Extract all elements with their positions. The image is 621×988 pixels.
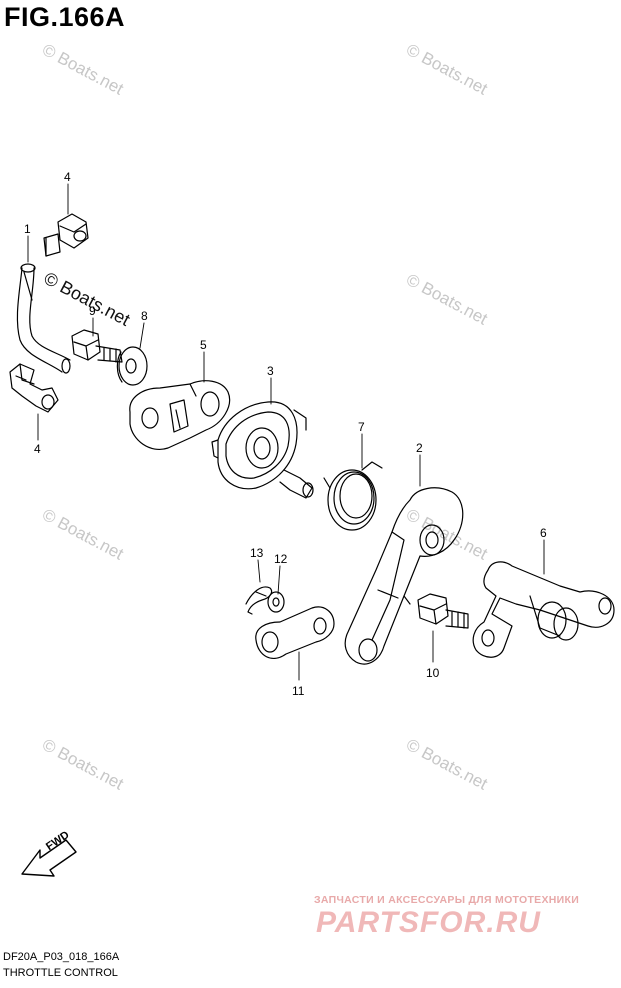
- part-2-throttle-lever: [344, 487, 464, 665]
- figure-caption: THROTTLE CONTROL: [3, 967, 118, 979]
- part-5-bracket: [129, 380, 231, 450]
- part-7-spring: [323, 461, 383, 531]
- leader-lines: [27, 183, 545, 681]
- callout-6: 6: [540, 526, 547, 540]
- part-6-link: [472, 561, 615, 658]
- part-8-washer: [116, 346, 148, 386]
- callout-8: 8: [141, 309, 148, 323]
- part-4-clip-bottom: [9, 363, 59, 413]
- callout-5: 5: [200, 338, 207, 352]
- callout-7: 7: [358, 420, 365, 434]
- part-10-bolt: [417, 593, 469, 629]
- callout-10: 10: [426, 666, 440, 680]
- callout-4-top: 4: [64, 170, 71, 184]
- part-1-hose: [16, 263, 71, 374]
- part-11-link-arm: [255, 606, 335, 659]
- callout-12: 12: [274, 552, 288, 566]
- part-3-throttle-cam: [211, 401, 314, 499]
- fwd-arrow-icon: [21, 839, 77, 877]
- figure-title: FIG.166A: [4, 2, 126, 32]
- part-4-clip-top: [43, 213, 89, 257]
- brand-tagline: ЗАПЧАСТИ И АКСЕССУАРЫ ДЛЯ МОТОТЕХНИКИ: [314, 894, 580, 906]
- part-9-bolt: [71, 329, 123, 363]
- figure-code: DF20A_P03_018_166A: [3, 951, 120, 963]
- callout-1: 1: [24, 222, 31, 236]
- callout-3: 3: [267, 364, 274, 378]
- callout-11: 11: [292, 684, 305, 698]
- callout-9: 9: [89, 304, 96, 318]
- callout-13: 13: [250, 546, 264, 560]
- callout-2: 2: [416, 441, 423, 455]
- callout-4-bottom: 4: [34, 442, 41, 456]
- brand-logo: PARTSFOR.RU: [316, 906, 541, 939]
- part-12-washer: [267, 591, 285, 613]
